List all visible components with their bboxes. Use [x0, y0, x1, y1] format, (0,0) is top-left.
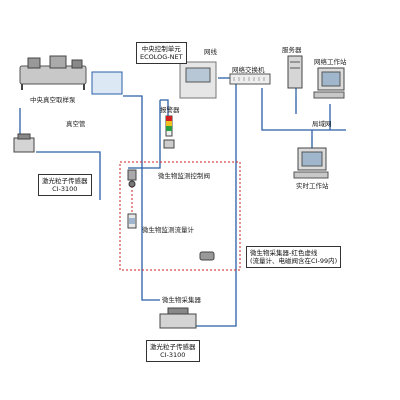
pump-device-graphic	[199, 251, 215, 261]
micro-collector-graphic	[159, 307, 197, 329]
network-line-label: 网线	[204, 48, 217, 56]
alarm-graphic	[163, 115, 175, 149]
valve-graphic	[127, 169, 137, 188]
network-workstation-label: 网络工作站	[314, 58, 347, 66]
server-graphic	[287, 55, 303, 89]
flowmeter-graphic	[127, 213, 137, 229]
connection-lines	[19, 77, 346, 327]
vacuum-pump-graphic	[19, 55, 87, 90]
manifold-graphic	[91, 71, 123, 95]
laser-model-bottom-label: CI-3100	[160, 351, 186, 359]
alarm-line	[160, 99, 169, 116]
collector-cable	[196, 78, 237, 327]
central-control-unit-label: 中央控制单元	[141, 45, 181, 53]
realtime-workstation-graphic	[293, 147, 329, 179]
laser-sensor-top-graphic	[13, 133, 35, 153]
legend-note: (流量计、电磁阀含在CI-99内)	[250, 257, 338, 265]
valve-line	[128, 100, 161, 169]
switch-graphic	[229, 73, 271, 85]
sensor-top-line	[36, 151, 101, 200]
central-control-unit-box: 中央控制单元 ECOLOG-NET	[136, 42, 187, 64]
legend-title: 微生物采集器-红色虚线	[250, 249, 318, 257]
micro-collector-label: 微生物采集器	[162, 296, 201, 304]
red-dashed-region	[119, 161, 241, 271]
network-switch-label: 网络交换机	[232, 66, 265, 74]
laser-sensor-top-box: 激光粒子传感器 CI-3100	[38, 174, 92, 196]
trunk-line	[123, 95, 160, 301]
realtime-workstation-label: 实时工作站	[296, 182, 329, 190]
laser-sensor-bottom-label: 激光粒子传感器	[150, 343, 196, 351]
micro-flowmeter-label: 微生物监测流量计	[142, 226, 194, 234]
laser-sensor-bottom-box: 激光粒子传感器 CI-3100	[146, 340, 200, 362]
network-workstation-graphic	[313, 67, 345, 99]
switch-lan-line	[261, 88, 346, 131]
legend-box: 微生物采集器-红色虚线 (流量计、电磁阀含在CI-99内)	[246, 246, 342, 268]
alarm-label: 报警器	[160, 106, 180, 114]
lan-label: 局域网	[312, 120, 332, 128]
laser-model-top-label: CI-3100	[52, 185, 78, 193]
server-label: 服务器	[282, 46, 302, 54]
ecolog-label: ECOLOG-NET	[140, 53, 183, 61]
laser-sensor-top-label: 激光粒子传感器	[42, 177, 88, 185]
micro-monitor-valve-label: 微生物监测控制阀	[158, 172, 210, 180]
vacuum-pump-label: 中央真空取样泵	[30, 96, 76, 104]
vacuum-tube-label: 真空管	[66, 120, 86, 128]
